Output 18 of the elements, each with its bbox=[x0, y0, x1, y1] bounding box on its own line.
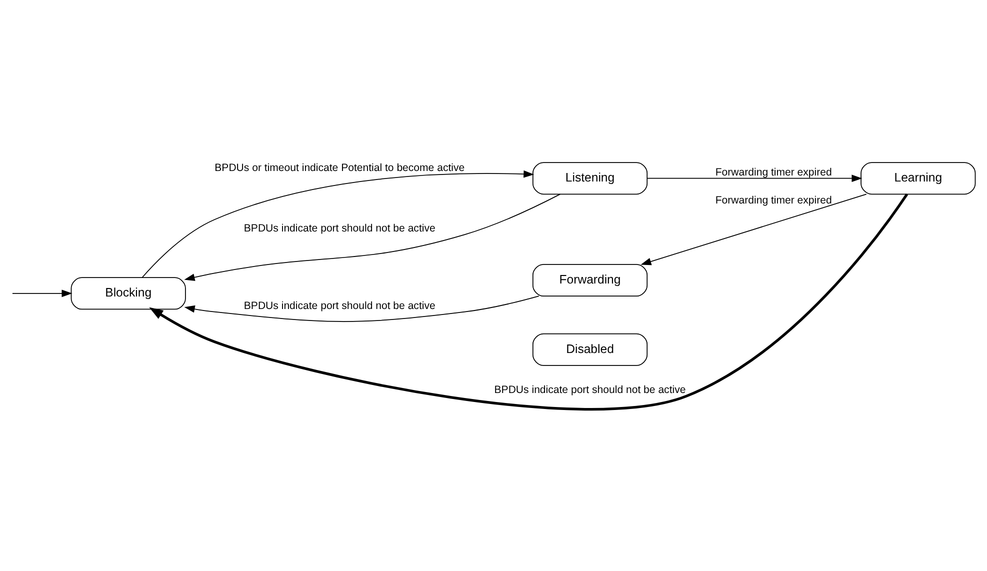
edge-label: BPDUs indicate port should not be active bbox=[244, 222, 436, 234]
node-box: Learning bbox=[860, 162, 976, 194]
arrow bbox=[184, 295, 540, 322]
edge-label: BPDUs or timeout indicate Potential to become active bbox=[214, 161, 465, 174]
arrow bbox=[142, 170, 534, 278]
arrow bbox=[184, 193, 561, 280]
node-box: Listening bbox=[532, 162, 648, 194]
edge-label: BPDUs indicate port should not be active bbox=[494, 384, 686, 396]
arrow bbox=[646, 174, 862, 182]
node-box: Forwarding bbox=[532, 263, 648, 296]
arrow bbox=[149, 193, 908, 410]
edge-label: BPDUs indicate port should not be active bbox=[244, 299, 436, 312]
arrow bbox=[640, 193, 867, 265]
edge-label: Forwarding timer expired bbox=[715, 194, 832, 206]
edge-label: Forwarding timer expired bbox=[715, 166, 832, 178]
arrow bbox=[12, 289, 72, 297]
node-box: Disabled bbox=[532, 332, 648, 366]
node-box: Blocking bbox=[70, 276, 186, 310]
